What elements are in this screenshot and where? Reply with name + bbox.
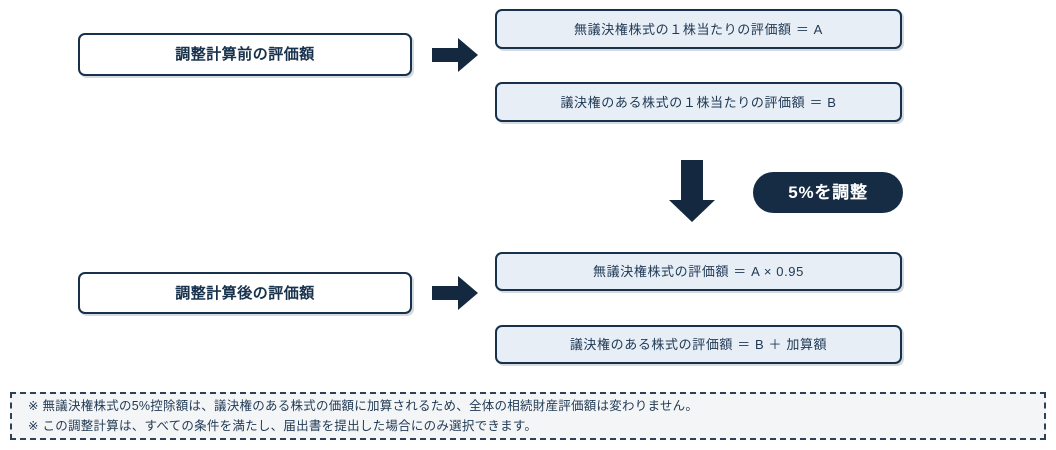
formula-text-after-2: 議決権のある株式の評価額 ＝ B ＋ 加算額 bbox=[569, 337, 828, 352]
footnote-line-1: ※ 無議決権株式の5%控除額は、議決権のある株式の価額に加算されるため、全体の相… bbox=[28, 398, 699, 413]
formula-text-after-1: 無議決権株式の評価額 ＝ A × 0.95 bbox=[593, 264, 804, 279]
adjustment-badge: 5%を調整 bbox=[753, 172, 903, 213]
formula-box-before-2: 議決権のある株式の１株当たりの評価額 ＝ B bbox=[495, 82, 902, 122]
right-arrow-icon-stage-after bbox=[432, 276, 478, 310]
stage-after-label-box: 調整計算後の評価額 bbox=[78, 272, 412, 314]
stage-before-label-text: 調整計算前の評価額 bbox=[175, 46, 315, 63]
adjustment-badge-label: 5%を調整 bbox=[788, 183, 868, 202]
footnote-line-2: ※ この調整計算は、すべての条件を満たし、届出書を提出した場合にのみ選択できます… bbox=[28, 418, 538, 433]
stage-before-label-box: 調整計算前の評価額 bbox=[78, 33, 412, 76]
formula-text-before-1: 無議決権株式の１株当たりの評価額 ＝ A bbox=[574, 21, 823, 37]
formula-box-after-2: 議決権のある株式の評価額 ＝ B ＋ 加算額 bbox=[495, 325, 902, 364]
footnote-panel: ※ 無議決権株式の5%控除額は、議決権のある株式の価額に加算されるため、全体の相… bbox=[10, 392, 1046, 440]
down-arrow-icon bbox=[669, 160, 715, 222]
formula-box-after-1: 無議決権株式の評価額 ＝ A × 0.95 bbox=[495, 252, 902, 291]
right-arrow-icon-stage-before bbox=[432, 38, 478, 72]
formula-box-before-1: 無議決権株式の１株当たりの評価額 ＝ A bbox=[495, 9, 902, 49]
formula-text-before-2: 議決権のある株式の１株当たりの評価額 ＝ B bbox=[560, 94, 837, 110]
stage-after-label-text: 調整計算後の評価額 bbox=[175, 284, 315, 302]
